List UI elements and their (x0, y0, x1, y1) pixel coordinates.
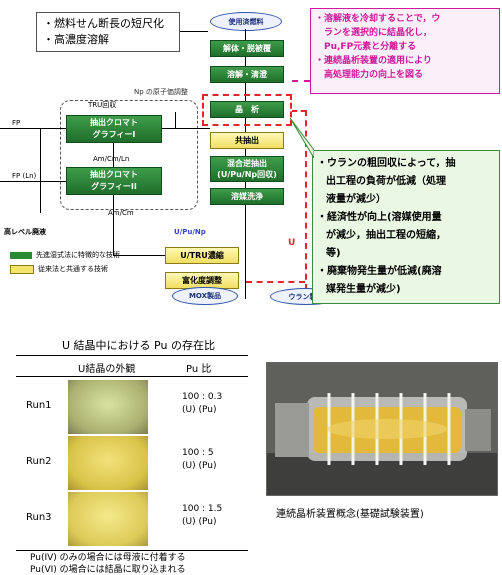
tru-label: TRU回収 (88, 101, 117, 109)
table-title: U 結晶中における Pu の存在比 (62, 339, 215, 352)
crystal-table: U結晶の外観 Pu 比 Run1 100 : 0.3 (U) (Pu) Run2… (16, 355, 248, 551)
pu-ratio-unit: (U) (Pu) (182, 405, 217, 415)
connector (180, 31, 208, 32)
fp-ln-label: FP (Ln) (12, 172, 37, 180)
connector (162, 128, 210, 129)
denitration-label: 富化度調整 (182, 276, 222, 285)
u-label: U (288, 238, 296, 248)
header-pu-ratio: Pu 比 (186, 364, 212, 375)
decladding-label: 解体・脱被覆 (223, 44, 271, 53)
callout-side-line4: ・経済性が向上(溶媒使用量 (317, 212, 442, 223)
mox-label: MOX製品 (188, 292, 222, 300)
crystal-image (68, 436, 148, 490)
callout-side-line1: ・ウランの粗回収によって，抽 (317, 158, 456, 169)
legend-item-advanced: 先進湿式法に特徴的な技術 (10, 250, 160, 260)
u-path (292, 110, 306, 112)
crystallization-box: 晶 析 (210, 101, 284, 118)
header-appearance: U結晶の外観 (78, 364, 136, 375)
extraction-chrom-2-label: 抽出クロマト グラフィーII (90, 170, 138, 191)
table-note-1: Pu(IV) のみの場合には母液に付着する (30, 553, 186, 563)
connector (113, 195, 114, 255)
mixed-backextraction-box: 混合逆抽出 (U/Pu/Np回収) (210, 156, 284, 182)
top-note-line2: ・高濃度溶解 (43, 33, 109, 46)
extraction-chrom-1-label: 抽出クロマト グラフィーI (90, 118, 138, 139)
mixed-backextraction-label: 混合逆抽出 (U/Pu/Np回収) (217, 159, 277, 179)
callout-side-line5: が減少，抽出工程の短縮， (326, 230, 446, 241)
decladding-box: 解体・脱被覆 (210, 40, 284, 57)
callout-top: ・溶解液を冷却することで，ウ ランを選択的に結晶化し， Pu,FP元素と分離する… (310, 8, 500, 94)
hlw-label: 高レベル廃液 (4, 228, 46, 236)
callout-side-line3: 液量が減少） (326, 194, 386, 205)
pu-ratio: 100 : 5 (182, 448, 214, 458)
photo-caption: 連続晶析装置概念(基礎試験装置) (276, 509, 424, 520)
crystal-image (68, 380, 148, 434)
crystallizer-photo (266, 362, 498, 496)
callout-side-line7: ・廃棄物発生量が低減(廃溶 (317, 266, 442, 277)
callout-top-line1: ・溶解液を冷却することで，ウ (315, 14, 441, 24)
mox-oval: MOX製品 (172, 287, 238, 305)
top-note: ・燃料せん断長の短尺化 ・高濃度溶解 (36, 12, 180, 52)
table-row: Run2 100 : 5 (U) (Pu) (16, 436, 248, 490)
pu-ratio-unit: (U) (Pu) (182, 461, 217, 471)
utru-conc-label: U/TRU濃縮 (180, 251, 224, 260)
pu-ratio-unit: (U) (Pu) (182, 517, 217, 527)
connector (113, 255, 165, 256)
legend-advanced-label: 先進湿式法に特徴的な技術 (36, 251, 120, 259)
extraction-chrom-1-box: 抽出クロマト グラフィーI (66, 115, 162, 143)
am-cm-ln-label: Am/Cm/Ln (93, 155, 130, 163)
connector (113, 143, 114, 167)
u-pu-np-label: U/Pu/Np (174, 228, 206, 236)
top-note-line1: ・燃料せん断長の短尺化 (43, 17, 164, 30)
callout-top-line3: Pu,FP元素と分離する (324, 42, 417, 52)
table-header-row: U結晶の外観 Pu 比 (16, 356, 248, 377)
table-row: Run1 100 : 0.3 (U) (Pu) (16, 380, 248, 434)
pu-ratio: 100 : 1.5 (182, 504, 223, 514)
dissolution-label: 溶解・清澄 (227, 70, 267, 79)
run-label: Run2 (26, 456, 52, 467)
callout-top-line4: ・連続晶析装置の適用により (315, 56, 432, 66)
spent-fuel-label: 使用済燃料 (228, 17, 264, 26)
table-note-2: Pu(VI) の場合には結晶に取り込まれる (30, 565, 186, 575)
crystallization-label: 晶 析 (235, 105, 259, 114)
green-swatch (10, 251, 32, 259)
callout-side: ・ウランの粗回収によって，抽 出工程の負荷が低減（処理 液量が減少） ・経済性が… (312, 150, 500, 304)
u-path (305, 110, 307, 290)
tru-region (60, 100, 198, 210)
uranium-label: ウラン製品 (288, 292, 324, 301)
am-cm-label: Am/Cm (108, 209, 134, 217)
dissolution-box: 溶解・清澄 (210, 66, 284, 83)
callout-pointer (292, 80, 310, 82)
extraction-chrom-2-box: 抽出クロマト グラフィーII (66, 167, 162, 195)
callout-top-line5: 高処理能力の向上を図る (324, 70, 424, 80)
coextraction-box: 共抽出 (210, 132, 284, 149)
solvent-wash-box: 溶媒洗浄 (210, 188, 284, 205)
u-path (246, 281, 305, 283)
utru-conc-box: U/TRU濃縮 (165, 247, 239, 264)
callout-side-line6: 等) (326, 248, 341, 259)
callout-top-line2: ランを選択的に結晶化し， (324, 28, 433, 38)
legend-conventional-label: 従来法と共通する技術 (38, 265, 108, 273)
pu-ratio: 100 : 0.3 (182, 392, 223, 402)
fp-label: FP (12, 119, 21, 127)
run-label: Run1 (26, 400, 52, 411)
callout-side-line8: 媒発生量が減少) (326, 284, 401, 295)
crystallization-frame (202, 94, 292, 126)
solvent-wash-label: 溶媒洗浄 (231, 192, 263, 201)
callout-side-pointer (290, 118, 314, 158)
spent-fuel-oval: 使用済燃料 (210, 12, 282, 31)
connector (0, 181, 66, 182)
table-row: Run3 100 : 1.5 (U) (Pu) (16, 492, 248, 546)
run-label: Run3 (26, 512, 52, 523)
crystal-image (68, 492, 148, 546)
np-valence-label: Np の原子価調整 (134, 88, 188, 96)
callout-side-line2: 出工程の負荷が低減（処理 (326, 176, 446, 187)
legend: 先進湿式法に特徴的な技術 従来法と共通する技術 (10, 250, 160, 286)
yellow-swatch (10, 264, 34, 274)
connector (40, 128, 41, 213)
legend-item-conventional: 従来法と共通する技術 (10, 264, 160, 274)
crystallizer-illustration (267, 363, 497, 495)
coextraction-label: 共抽出 (235, 136, 259, 145)
connector (175, 112, 176, 128)
connector (0, 128, 66, 129)
